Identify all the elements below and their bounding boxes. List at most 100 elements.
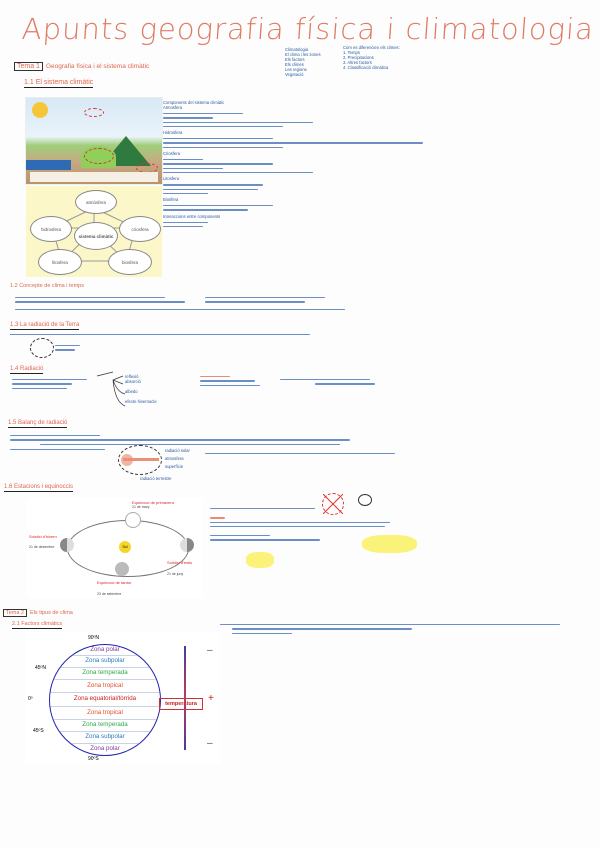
note-line (10, 435, 100, 437)
zone-label: Zona temperada (82, 669, 128, 676)
tree-label: absorció (125, 379, 141, 384)
note-line (232, 628, 412, 630)
radiation-tree-labels: reflexió absorció albedo efecte hivernac… (125, 374, 157, 404)
toc-item: 1. Temps (343, 50, 360, 55)
notes-1-4-right (200, 373, 260, 389)
tema1-label: Tema 1 (14, 62, 43, 71)
tema2-label: Tema 2 (3, 609, 28, 617)
balance-label: radiació solar (165, 448, 190, 453)
notes-1-4-far-right (280, 376, 375, 388)
note-line (10, 334, 310, 336)
note-line (232, 632, 292, 634)
zone-tropical-s: Zona tropical (50, 706, 160, 720)
balance-labels: radiació solar atmosfera superfície (165, 448, 190, 469)
section-title: Radiació (20, 366, 44, 372)
section-1-4: 1.4 Radiació (10, 366, 44, 374)
notes-1-4 (12, 376, 87, 392)
radiation-beam (123, 458, 159, 461)
section-title: La radiació de la Terra (20, 322, 80, 328)
note-line (163, 125, 283, 128)
note-line (163, 226, 203, 228)
toc-col-2: Com es diferencien els climes: 1. Temps … (343, 45, 400, 70)
earth-sketch-notes (55, 342, 80, 354)
lat-0: 0º (28, 696, 33, 702)
zone-subpolar-s: Zona subpolar (50, 731, 160, 744)
note-line (163, 113, 243, 115)
caption-strip (30, 172, 158, 182)
note-line (12, 387, 67, 389)
temperature-box: temperatura (159, 698, 203, 710)
note-line (163, 117, 213, 119)
note-line (205, 297, 325, 299)
tema1-header: Tema 1 Geografia física i el sistema cli… (14, 62, 149, 71)
section-num: 1.4 (10, 366, 19, 372)
section-title: Factors climàtics (21, 621, 63, 627)
radiation-tree (96, 371, 126, 407)
lat-90s: 90ºS (88, 756, 99, 762)
zone-label: Zona polar (90, 745, 120, 752)
orbit-diagram: Sol Equinocci de primavera 21 de març So… (27, 498, 203, 598)
earth-winter (60, 538, 74, 552)
notes-1-2-right (205, 294, 325, 306)
balance-label: superfície (165, 464, 184, 469)
tema2-title: Els tipus de clima (30, 610, 73, 616)
note-line (163, 205, 273, 207)
earth-autumn (115, 562, 129, 576)
sun-icon: Sol (119, 541, 131, 553)
note-line (15, 297, 165, 299)
lat-90n: 90ºN (88, 635, 99, 641)
tema2-header: Tema 2 Els tipus de clima (3, 609, 73, 617)
note-line (163, 146, 283, 149)
note-line (210, 525, 385, 528)
tree-label: efecte hivernacle (125, 399, 157, 404)
note-line (163, 221, 208, 224)
section-1-6: 1.6 Estacions i equinoccis (4, 484, 74, 492)
zone-temperate-s: Zona temperada (50, 719, 160, 732)
toc-item: Els factors (285, 57, 305, 62)
highlight (246, 552, 274, 568)
note-line (15, 301, 185, 303)
note-line (280, 379, 370, 381)
node-hidrosfera: hidrosfera (30, 216, 72, 242)
section-1-5: 1.5 Balanç de radiació (8, 420, 68, 428)
note-line (163, 138, 273, 140)
minus-bottom: – (207, 738, 213, 749)
note-line (40, 443, 340, 445)
lat-45s: 45ºS (33, 728, 44, 734)
temperature-gradient-bar (184, 646, 186, 750)
page-title: Apunts geografia física i climatologia (20, 12, 596, 46)
section-title: El sistema climàtic (35, 79, 94, 86)
note-group: Criosfera (163, 151, 180, 157)
section-title: Estacions i equinoccis (14, 484, 74, 490)
note-line (210, 521, 390, 523)
note-line (210, 535, 270, 537)
climate-components-diagram: atmòsfera hidrosfera criosfera sistema c… (26, 186, 162, 277)
zone-subpolar-n: Zona subpolar (50, 655, 160, 668)
note-line (163, 184, 263, 186)
date-autumn: 23 de setembre (97, 592, 122, 596)
zone-tropical-n: Zona tropical (50, 679, 160, 693)
note-line (12, 379, 87, 381)
zone-label: Zona equatorial/tòrrida (73, 695, 137, 702)
section-num: 2.1 (12, 621, 20, 627)
note-line (10, 439, 350, 441)
toc-item: Les regions (285, 67, 307, 72)
tema1-title: Geografia física i el sistema climàtic (45, 63, 150, 70)
plus-sign: + (208, 693, 214, 704)
ocean-shape (26, 160, 71, 170)
note-line (163, 121, 313, 123)
globe: Zona polar Zona subpolar Zona temperada … (49, 644, 161, 756)
note-line (210, 508, 315, 510)
notes-1-3 (10, 331, 310, 338)
earth-sketch (30, 338, 54, 358)
balance-label: radiació terrestre (140, 476, 172, 481)
date-summer: 21 de juny (167, 572, 184, 576)
sun-icon (32, 102, 48, 118)
toc-item: 4. Classificació climàtica (343, 65, 389, 70)
note-line (163, 163, 273, 165)
note-line (315, 383, 375, 385)
zone-label: Zona tropical (87, 682, 123, 689)
notes-2-1 (220, 621, 560, 637)
check-icon (358, 494, 372, 506)
zone-equatorial: Zona equatorial/tòrrida (50, 692, 160, 707)
